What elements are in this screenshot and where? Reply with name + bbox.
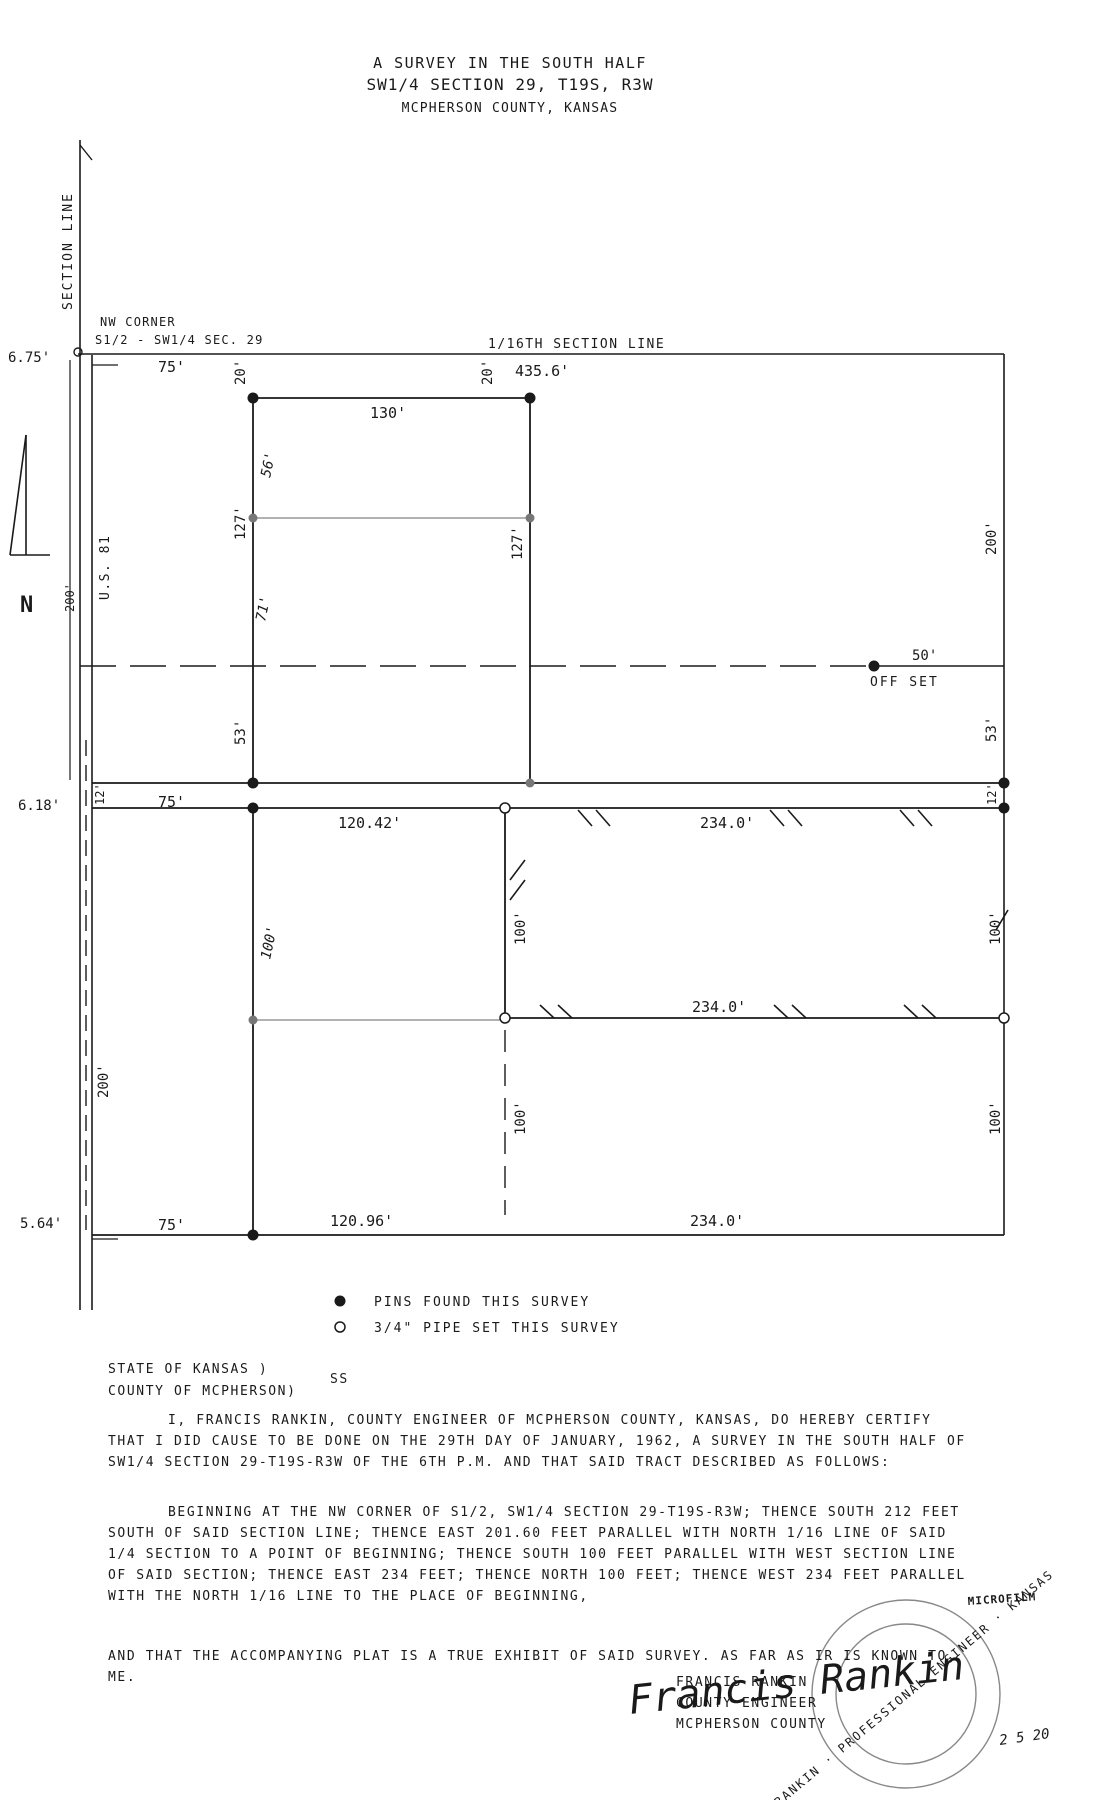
dim-75-top: 75' bbox=[158, 358, 185, 376]
title-line-3: MCPHERSON COUNTY, KANSAS bbox=[402, 101, 619, 116]
dim-127-right: 127' bbox=[510, 526, 526, 560]
dim-120-96: 120.96' bbox=[330, 1212, 393, 1230]
north-label: N bbox=[20, 593, 33, 618]
microfilm-stamp: MICROFILM bbox=[967, 1590, 1036, 1608]
dim-130: 130' bbox=[370, 404, 406, 422]
legend-pin-found-icon bbox=[334, 1295, 346, 1307]
pin-found bbox=[247, 777, 259, 789]
signature-block: FRANCIS RANKIN COUNTY ENGINEER MCPHERSON… bbox=[676, 1672, 827, 1735]
nw-corner-subtitle: S1/2 - SW1/4 SEC. 29 bbox=[95, 333, 264, 347]
pipes-set bbox=[499, 802, 1010, 1024]
dim-100-tract-east: 100' bbox=[988, 911, 1004, 945]
dim-234-top: 234.0' bbox=[700, 814, 754, 832]
nw-corner-label: NW CORNER bbox=[100, 315, 176, 329]
pin-found bbox=[247, 392, 259, 404]
offset-label-distance: 50' bbox=[912, 648, 937, 664]
title-line-1: A SURVEY IN THE SOUTH HALF bbox=[373, 54, 647, 72]
dim-234-bottom: 234.0' bbox=[690, 1212, 744, 1230]
pipe-set bbox=[499, 802, 511, 814]
dim-71: 71' bbox=[253, 595, 274, 623]
dim-435-6: 435.6' bbox=[515, 362, 569, 380]
title-line-2: SW1/4 SECTION 29, T19S, R3W bbox=[366, 75, 653, 94]
margin-note: 2 5 20 bbox=[998, 1726, 1050, 1749]
section-line-label: SECTION LINE bbox=[61, 192, 76, 310]
certificate-paragraph-3: AND THAT THE ACCOMPANYING PLAT IS A TRUE… bbox=[108, 1649, 957, 1685]
highway-label: U.S. 81 bbox=[98, 535, 113, 600]
dim-12-left: 12' bbox=[93, 783, 107, 805]
dim-20-left: 20' bbox=[233, 360, 249, 385]
pin-found bbox=[998, 802, 1010, 814]
dim-200-right: 200' bbox=[984, 521, 1000, 555]
state-line: STATE OF KANSAS ) bbox=[108, 1362, 269, 1377]
dim-200-left: 200' bbox=[63, 583, 77, 612]
dim-56: 56' bbox=[258, 451, 279, 479]
signer-title: COUNTY ENGINEER bbox=[676, 1696, 818, 1711]
legend-pipe-set-icon bbox=[334, 1321, 346, 1333]
dim-100-lower-east: 100' bbox=[988, 1101, 1004, 1135]
pipe-set bbox=[499, 1012, 511, 1024]
legend-pipe-set: 3/4" PIPE SET THIS SURVEY bbox=[374, 1321, 620, 1336]
county-line: COUNTY OF MCPHERSON) bbox=[108, 1384, 297, 1399]
dim-20-right: 20' bbox=[480, 360, 496, 385]
dim-6-18: 6.18' bbox=[18, 798, 60, 814]
hatch-marks bbox=[509, 809, 1009, 1019]
dim-53-left: 53' bbox=[233, 720, 249, 745]
pin-found bbox=[868, 660, 880, 672]
pin-found bbox=[998, 777, 1010, 789]
ss-label: SS bbox=[330, 1372, 349, 1387]
nw-corner-marker bbox=[73, 347, 83, 357]
pin-found bbox=[524, 392, 536, 404]
pins-found bbox=[247, 392, 1010, 1241]
dim-75-mid: 75' bbox=[158, 793, 185, 811]
sixteenth-line-label: 1/16TH SECTION LINE bbox=[488, 337, 665, 352]
signer-name: FRANCIS RANKIN bbox=[676, 1675, 808, 1690]
dim-75-bottom: 75' bbox=[158, 1216, 185, 1234]
dim-200-lower-left: 200' bbox=[96, 1064, 112, 1098]
legend-pins-found: PINS FOUND THIS SURVEY bbox=[374, 1295, 590, 1310]
section-line bbox=[79, 140, 93, 1310]
dim-127-left: 127' bbox=[233, 506, 249, 540]
pin-found bbox=[247, 1229, 259, 1241]
dim-6-75: 6.75' bbox=[8, 350, 50, 366]
engineer-seal bbox=[811, 1599, 1001, 1789]
upper-tract-outline bbox=[252, 397, 531, 784]
dim-5-64: 5.64' bbox=[20, 1216, 62, 1232]
dim-234-mid: 234.0' bbox=[692, 998, 746, 1016]
signer-county: MCPHERSON COUNTY bbox=[676, 1717, 827, 1732]
pipe-set bbox=[998, 1012, 1010, 1024]
dim-100-lower-west: 100' bbox=[513, 1101, 529, 1135]
dim-53-right: 53' bbox=[984, 717, 1000, 742]
dim-12-right: 12' bbox=[985, 783, 999, 805]
certificate-paragraph-1: I, FRANCIS RANKIN, COUNTY ENGINEER OF MC… bbox=[108, 1413, 976, 1470]
dim-100-diag: 100' bbox=[258, 925, 281, 961]
offset-label-text: OFF SET bbox=[870, 675, 939, 690]
dim-120-42: 120.42' bbox=[338, 814, 401, 832]
north-arrow bbox=[9, 434, 50, 556]
section-line-tick bbox=[79, 144, 93, 161]
pins-gray bbox=[248, 513, 535, 1025]
certificate-paragraph-2: BEGINNING AT THE NW CORNER OF S1/2, SW1/… bbox=[108, 1505, 976, 1604]
dim-100-tract-west: 100' bbox=[513, 911, 529, 945]
pin-found bbox=[247, 802, 259, 814]
